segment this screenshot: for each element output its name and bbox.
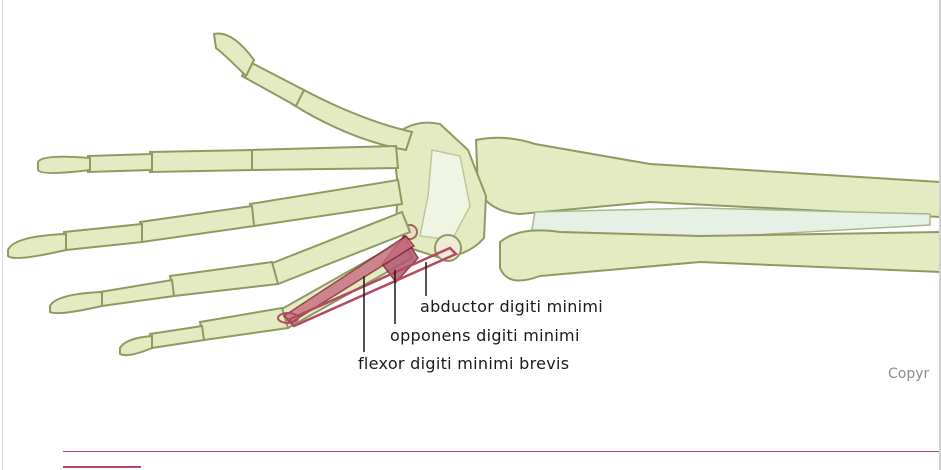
index-distal-phalanx bbox=[37, 155, 91, 174]
left-border bbox=[2, 0, 3, 470]
thumb-metacarpal bbox=[290, 86, 414, 152]
middle-distal-phalanx bbox=[7, 232, 67, 259]
forearm-bones bbox=[474, 136, 941, 282]
ring-finger bbox=[49, 210, 412, 315]
index-metacarpal bbox=[249, 144, 400, 172]
label-flexor-digiti-minimi-brevis: flexor digiti minimi brevis bbox=[358, 354, 570, 373]
middle-proximal-phalanx bbox=[138, 204, 256, 244]
hypothenar-muscles bbox=[277, 234, 459, 328]
little-distal-phalanx bbox=[119, 334, 153, 357]
label-abductor-digiti-minimi: abductor digiti minimi bbox=[420, 297, 604, 316]
index-finger bbox=[37, 144, 400, 174]
radius-bone bbox=[474, 136, 941, 219]
leader-lines bbox=[363, 262, 427, 352]
copyright-notice: Copyr bbox=[888, 366, 930, 382]
little-middle-phalanx bbox=[148, 324, 206, 350]
footer-divider bbox=[63, 451, 939, 452]
index-proximal-phalanx bbox=[149, 148, 253, 174]
ring-distal-phalanx bbox=[49, 290, 103, 315]
index-middle-phalanx bbox=[87, 152, 153, 174]
abductor-muscle bbox=[285, 246, 459, 328]
middle-finger bbox=[7, 178, 404, 259]
footer-tab-indicator bbox=[63, 466, 141, 468]
ring-middle-phalanx bbox=[98, 278, 176, 308]
thumb-proximal-phalanx bbox=[240, 60, 306, 108]
ulna-bone bbox=[499, 229, 941, 282]
little-proximal-phalanx bbox=[198, 306, 290, 342]
right-border bbox=[939, 0, 941, 470]
middle-metacarpal bbox=[248, 178, 404, 228]
thumb-distal-phalanx bbox=[212, 32, 256, 78]
ring-proximal-phalanx bbox=[168, 260, 280, 298]
middle-middle-phalanx bbox=[62, 222, 143, 252]
muscle-origin-oval bbox=[277, 312, 299, 324]
thumb bbox=[212, 32, 414, 152]
label-opponens-digiti-minimi: opponens digiti minimi bbox=[390, 326, 580, 345]
